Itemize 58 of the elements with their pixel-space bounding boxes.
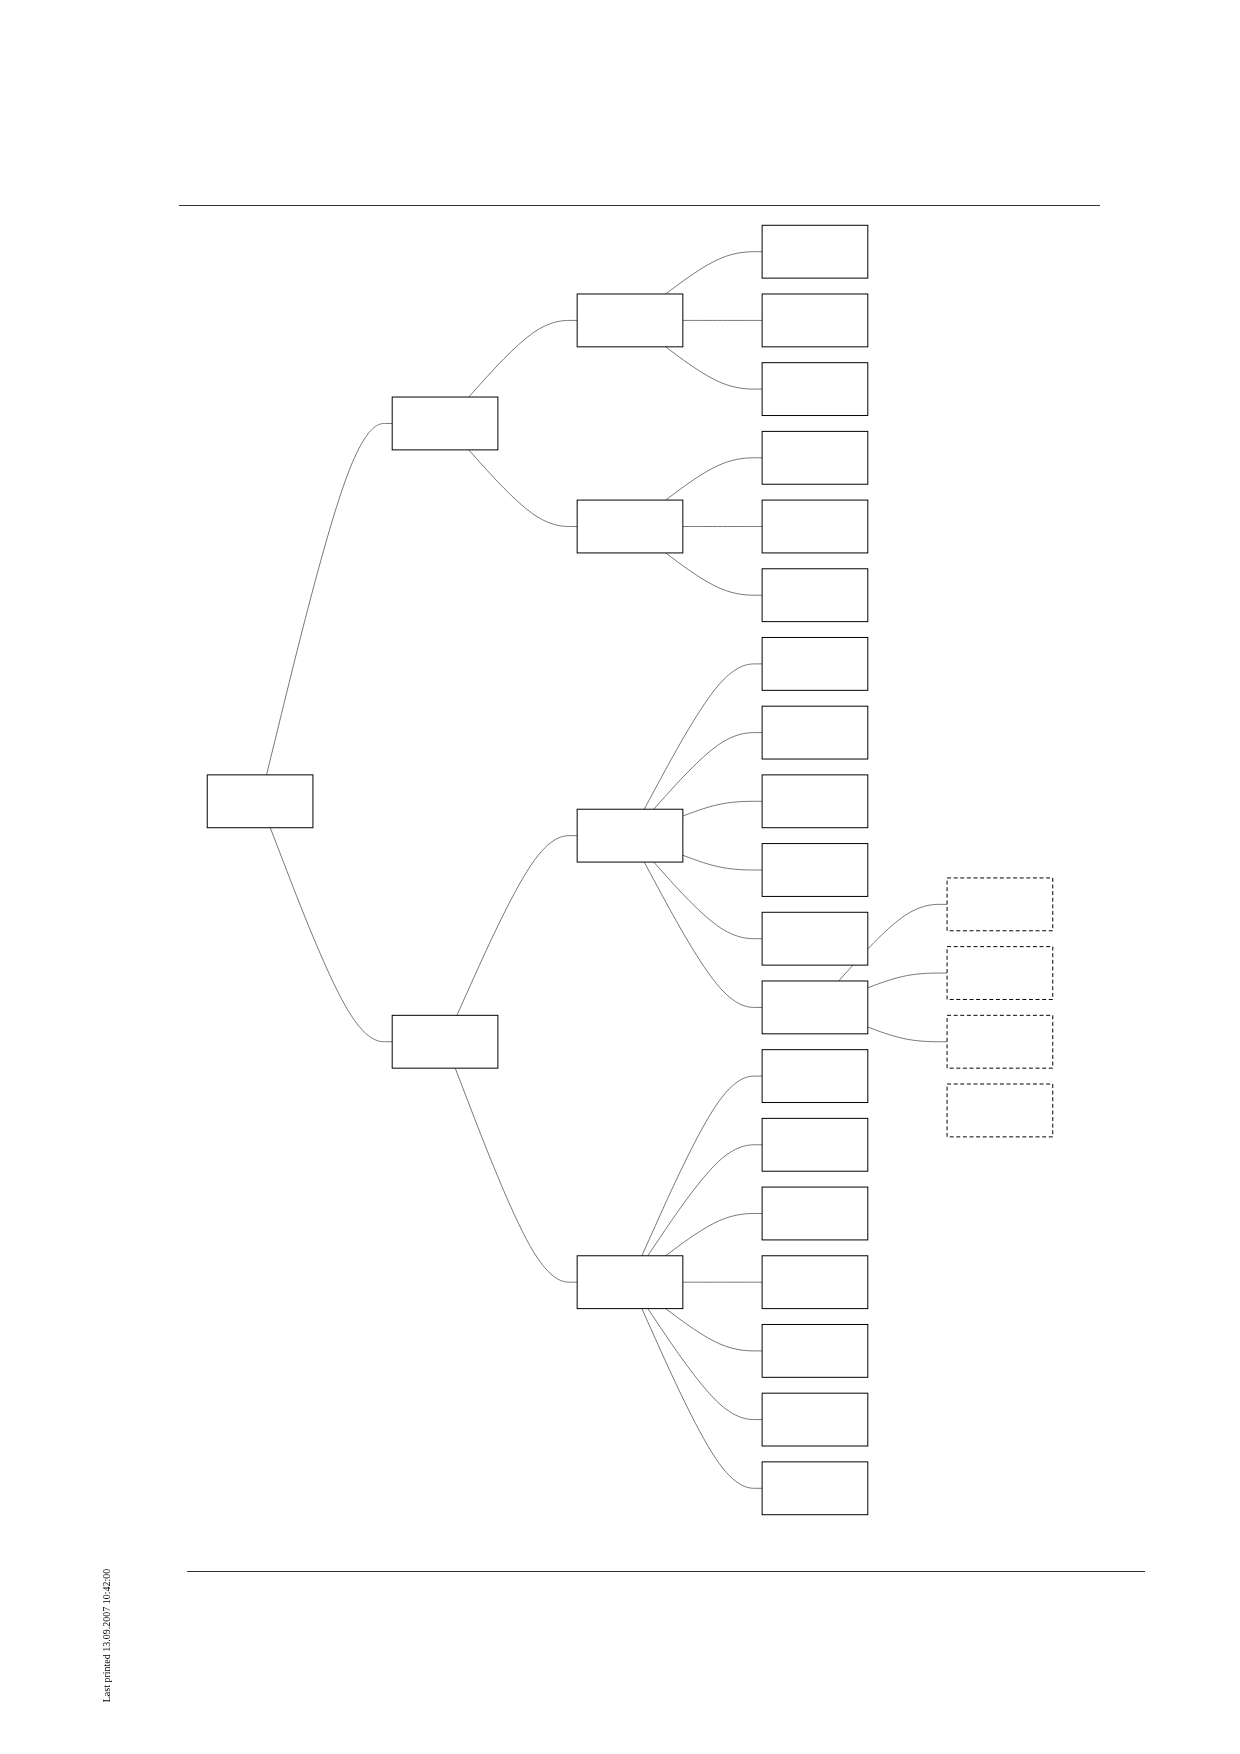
connector [867,1026,948,1043]
node-box [761,705,869,760]
connector [641,1308,763,1489]
node-box [946,1083,1054,1138]
node-box [761,362,869,417]
node-box [576,808,684,863]
node-box [391,396,499,451]
connector [468,320,578,398]
node-box [761,568,869,623]
connector [266,423,393,776]
node-box [761,774,869,829]
node-box [576,293,684,348]
print-date-note: Last printed 13.09.2007 10:42:00 [101,1568,113,1703]
connector [647,1144,763,1257]
node-box [761,1117,869,1172]
node-box [761,637,869,691]
connector [682,1281,763,1283]
connector [665,552,763,596]
connector [665,457,763,501]
connector [682,854,763,871]
node-box [761,1049,869,1103]
node-box [761,499,869,554]
node-box [761,1323,869,1378]
connector [682,800,763,817]
node-box [761,430,869,485]
connector [867,972,948,989]
node-box [761,1255,869,1310]
connector [665,1213,763,1257]
node-box [761,980,869,1035]
node-box [761,1186,869,1241]
node-box [391,1014,499,1069]
connector [269,827,393,1043]
node-box [576,499,684,554]
node-box [761,293,869,348]
connector [682,320,763,321]
connector [665,1308,763,1352]
connector [665,346,763,390]
connector [682,526,763,527]
connector [647,1308,763,1420]
node-box [946,946,1054,1000]
node-box [946,877,1054,932]
node-box [761,911,869,966]
node-box [761,1461,869,1516]
connector [653,732,763,810]
node-box [761,224,869,279]
connector [643,663,763,810]
connector [643,861,763,1008]
connector [641,1075,763,1257]
connector [454,1067,578,1283]
node-box [206,774,314,829]
connector [456,835,578,1016]
node-box [761,843,869,897]
connector [468,449,578,527]
connector [653,861,763,940]
connector [665,251,763,295]
node-box [946,1014,1054,1069]
node-box [761,1392,869,1447]
node-box [576,1255,684,1310]
